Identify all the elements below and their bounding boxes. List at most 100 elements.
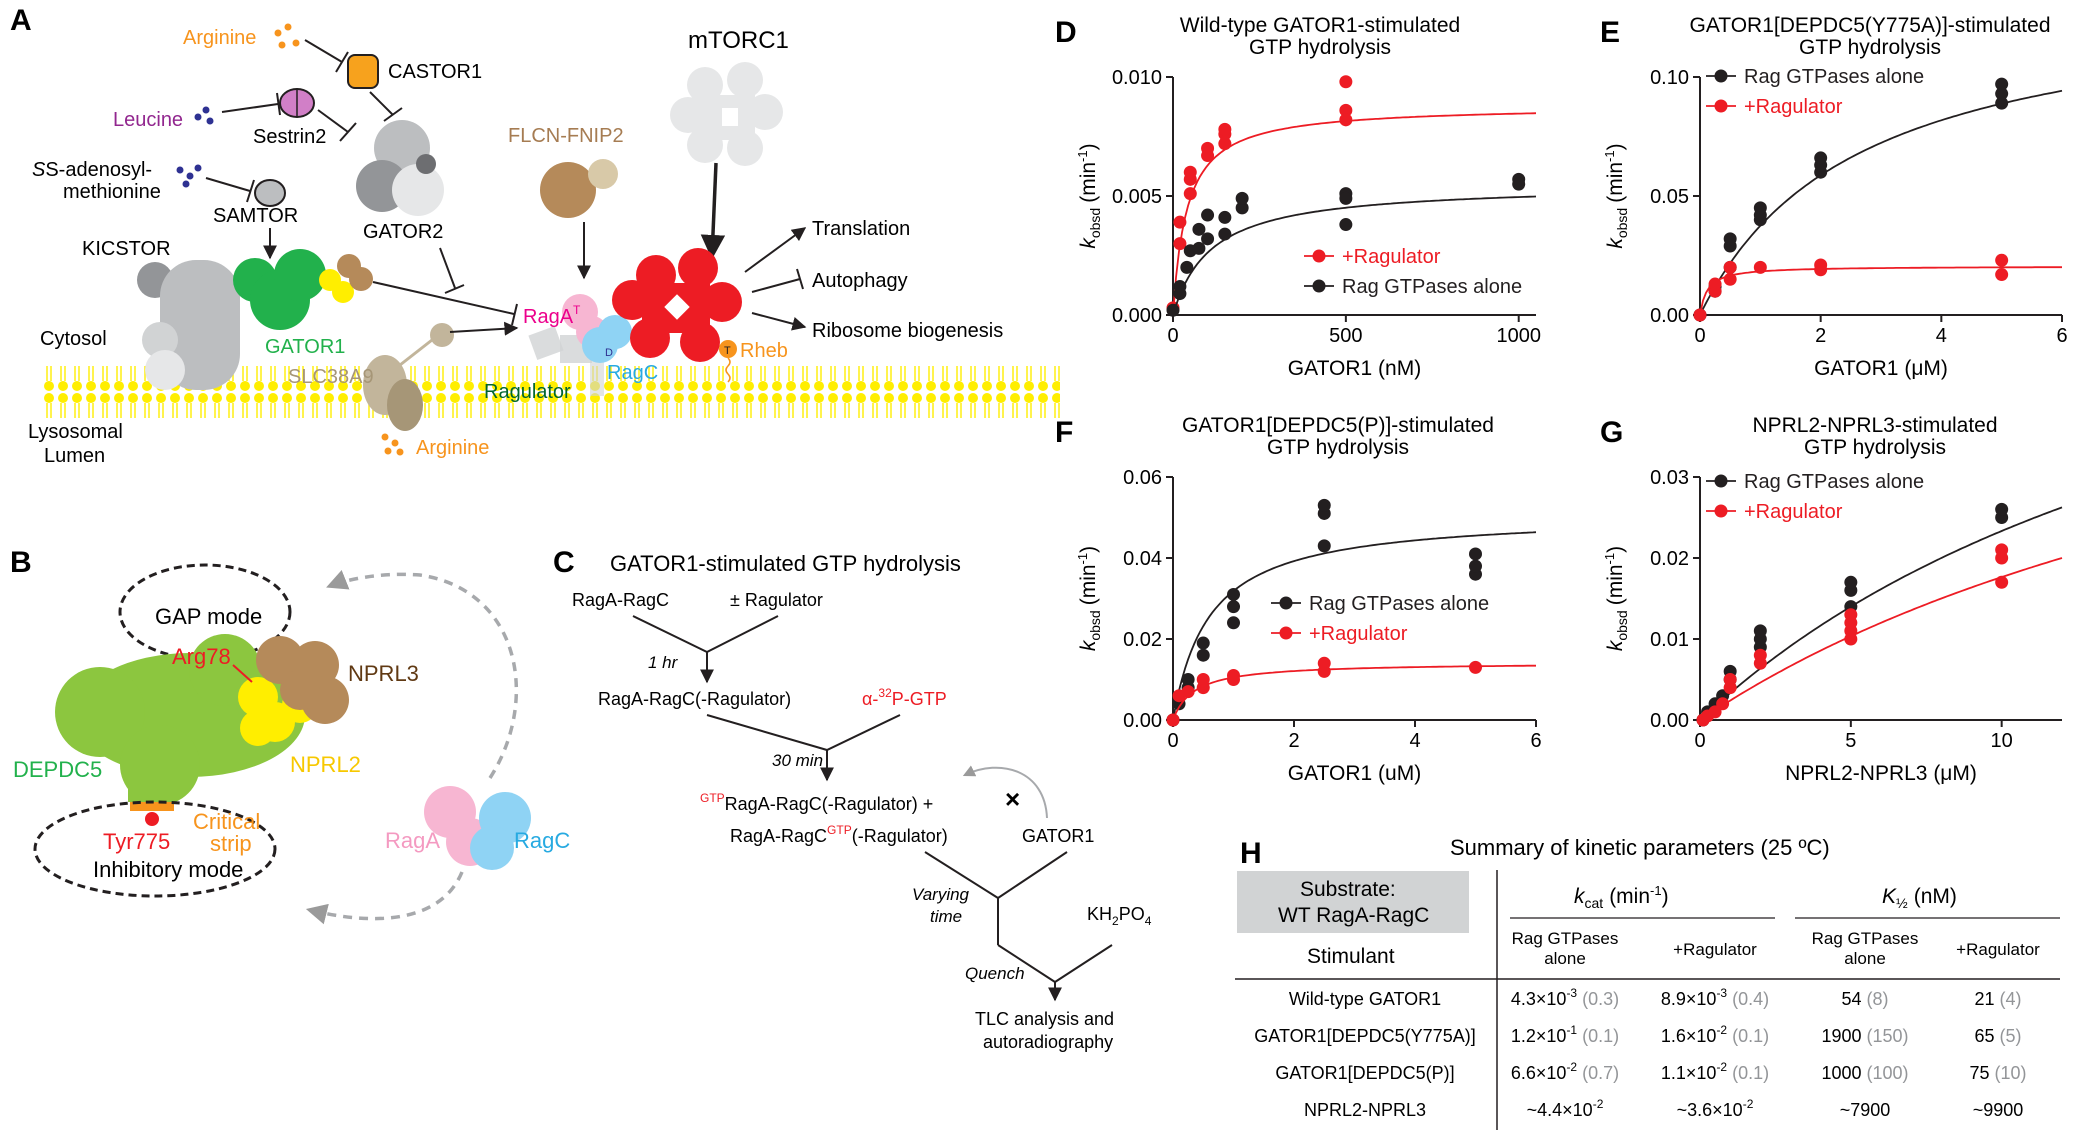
x-tick-label: 5 [1845, 730, 1856, 752]
x-axis-label: GATOR1 (uM) [1288, 762, 1421, 785]
ragulator-label: Ragulator [484, 381, 571, 403]
kcat-header: kcat(min-1) [1574, 883, 1669, 911]
y-label-exp: -1 [1602, 553, 1617, 565]
data-point-black [1339, 191, 1353, 205]
critical-label-line1: Critical [193, 809, 260, 834]
cell-khalf-alone-error: (150) [1867, 1026, 1909, 1046]
data-point-red [1995, 268, 2009, 282]
arginine-label-top: Arginine [183, 27, 256, 49]
y-label-exp: -1 [1075, 553, 1090, 565]
cell-khalf-alone-value: ~7900 [1840, 1100, 1891, 1120]
raga-ragc-dimer [562, 294, 632, 363]
cell-kcat-ragulator-value: ~3.6×10 [1677, 1100, 1743, 1120]
data-point-black [1995, 77, 2009, 91]
raga-ragc-dimer-b [424, 786, 531, 870]
data-point-black [1227, 587, 1240, 601]
kicstor-complex [137, 260, 240, 390]
y-label-sub: obsd [1087, 208, 1103, 238]
subcol-k-alone-1: Rag GTPases [1812, 929, 1919, 948]
panel-label-f: F [1055, 416, 1073, 449]
y-tick-label: 0.06 [1123, 467, 1162, 489]
data-point-black [1844, 575, 1858, 589]
arg78-label: Arg78 [172, 644, 231, 669]
panel-label-d: D [1055, 16, 1077, 49]
flcn-fnip2-complex [540, 159, 618, 218]
data-point-red [1183, 165, 1197, 179]
cell-kcat-alone-exp: -1 [1566, 1023, 1577, 1037]
gray-arrow-up [326, 570, 519, 779]
data-point-red [1218, 137, 1232, 151]
cell-khalf-alone-value: 1000 [1821, 1063, 1861, 1083]
data-point-red [1995, 543, 2009, 557]
sam-label-line1: SS-adenosyl- [32, 159, 152, 181]
lumen-label-line2: Lumen [44, 445, 105, 467]
cell-kcat-alone: 6.6×10-2(0.7) [1511, 1060, 1619, 1083]
ragc-label: RagC [607, 362, 658, 384]
cell-kcat-alone-value: 1.2×10 [1511, 1026, 1567, 1046]
cell-kcat-ragulator-exp: -2 [1716, 1060, 1727, 1074]
legend-marker [1714, 69, 1728, 83]
data-point-red [1339, 103, 1353, 117]
data-point-red [1196, 673, 1210, 686]
y-label-k: k [1077, 237, 1100, 249]
panel-c-workflow: GATOR1-stimulated GTP hydrolysis RagA-Ra… [572, 551, 1152, 1052]
y-tick-label: 0.02 [1650, 548, 1689, 570]
leucine-label: Leucine [113, 109, 183, 131]
autophagy-label: Autophagy [812, 270, 908, 292]
chart-title-line1: GATOR1[DEPDC5(Y775A)]-stimulated [1689, 14, 2050, 37]
data-point-red [1844, 608, 1858, 622]
y-tick-label: 0.05 [1650, 186, 1689, 208]
chart-title-line2: GTP hydrolysis [1267, 436, 1409, 459]
y-label-k: k [1077, 639, 1100, 651]
legend-label: Rag GTPases alone [1744, 471, 1924, 493]
y-tick-label: 0.00 [1650, 305, 1689, 327]
data-point-red [1227, 668, 1240, 682]
varying-label-1: Varying [912, 885, 970, 904]
data-point-black [1317, 539, 1331, 553]
cell-khalf-ragulator-value: 65 [1974, 1026, 1994, 1046]
data-point-red [1723, 272, 1737, 286]
data-point-black [1512, 177, 1526, 191]
cell-khalf-alone-value: 54 [1841, 989, 1861, 1009]
data-point-black [1166, 303, 1180, 317]
y-axis-label: kobsd(min-1) [1075, 143, 1103, 248]
x-axis-label: NPRL2-NPRL3 (μM) [1785, 762, 1977, 785]
rheb-shape [719, 340, 737, 358]
legend-label: Rag GTPases alone [1744, 66, 1924, 88]
data-point-black [1995, 96, 2009, 110]
y-label-close: ) [1604, 546, 1627, 553]
data-point-red [1339, 75, 1353, 89]
y-label-unit: (min [1077, 564, 1100, 605]
legend-marker [1279, 596, 1293, 610]
x-axis-label: GATOR1 (μM) [1814, 357, 1948, 380]
x-tick-label: 2 [1815, 325, 1826, 347]
data-point-black [1181, 673, 1195, 686]
nprl3-shape [256, 636, 349, 724]
cell-kcat-alone: ~4.4×10-2 [1527, 1097, 1604, 1120]
y-axis-label: kobsd(min-1) [1075, 546, 1103, 651]
legend-label: Rag GTPases alone [1309, 593, 1489, 615]
mixture-line1: GTPRagA-RagC(-Ragulator) + [700, 791, 933, 814]
data-point-red [1995, 575, 2009, 589]
legend-marker [1312, 279, 1326, 293]
kh2po4-label: KH2PO4 [1087, 904, 1152, 928]
cell-khalf-alone-error: (8) [1867, 989, 1889, 1009]
data-point-black [1201, 208, 1215, 222]
cell-kcat-alone-value: 6.6×10 [1511, 1063, 1567, 1083]
y-tick-label: 0.005 [1112, 186, 1162, 208]
y-tick-label: 0.10 [1650, 67, 1689, 89]
critical-strip-bar [130, 802, 174, 811]
data-point-black [1339, 218, 1353, 232]
chart-title-line2: GTP hydrolysis [1799, 36, 1941, 59]
row-stimulant: NPRL2-NPRL3 [1304, 1100, 1426, 1120]
y-label-close: ) [1077, 546, 1100, 553]
data-point-red [1716, 697, 1730, 711]
tlc-label-1: TLC analysis and [975, 1009, 1114, 1029]
cell-khalf-ragulator: 75(10) [1969, 1063, 2026, 1083]
time-1hr: 1 hr [648, 653, 679, 672]
y-label-close: ) [1077, 143, 1100, 150]
pm-ragulator-label: ± Ragulator [730, 590, 823, 610]
panel-label-g: G [1600, 416, 1623, 449]
cell-kcat-alone-exp: -2 [1566, 1060, 1577, 1074]
